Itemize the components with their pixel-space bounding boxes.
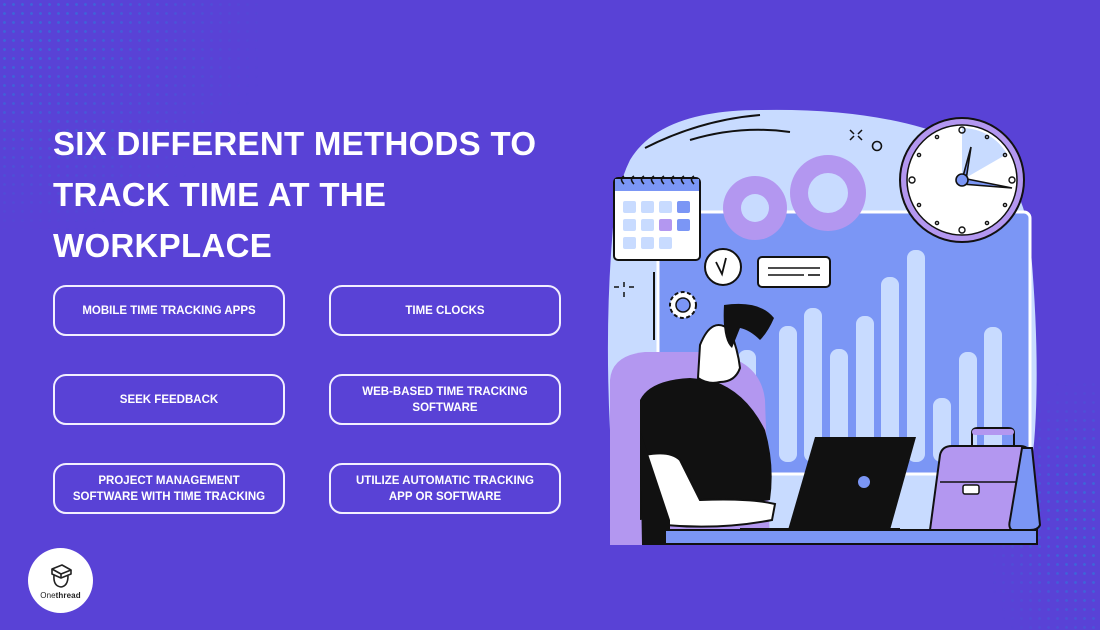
method-card-automatic-tracking: UTILIZE AUTOMATIC TRACKING APP OR SOFTWA… <box>329 463 561 514</box>
onethread-logo: Onethread <box>28 548 93 613</box>
onethread-logo-icon <box>50 563 72 588</box>
person-working <box>640 303 777 545</box>
checkmark-clock-icon <box>704 248 742 286</box>
method-card-web-based: WEB-BASED TIME TRACKING SOFTWARE <box>329 374 561 425</box>
method-label: TIME CLOCKS <box>405 304 485 317</box>
time-tracking-illustration <box>607 109 1042 545</box>
method-label: PROJECT MANAGEMENT SOFTWARE WITH TIME TR… <box>72 474 266 503</box>
briefcase-icon <box>928 427 1042 531</box>
dot-pattern-top-left <box>0 0 260 230</box>
method-label: MOBILE TIME TRACKING APPS <box>82 304 256 317</box>
method-label: UTILIZE AUTOMATIC TRACKING APP OR SOFTWA… <box>355 474 535 503</box>
method-card-time-clocks: TIME CLOCKS <box>329 285 561 336</box>
small-gear-icon <box>669 291 697 319</box>
method-label: WEB-BASED TIME TRACKING SOFTWARE <box>362 385 528 414</box>
method-card-project-management: PROJECT MANAGEMENT SOFTWARE WITH TIME TR… <box>53 463 285 514</box>
calendar-icon <box>613 175 701 261</box>
message-card-icon <box>757 256 831 288</box>
gear-icon <box>723 155 866 240</box>
clock-icon <box>899 117 1025 243</box>
page-title: SIX DIFFERENT METHODS TO TRACK TIME AT T… <box>53 125 537 264</box>
method-label: SEEK FEEDBACK <box>119 393 219 406</box>
logo-text: Onethread <box>40 590 81 600</box>
desk <box>664 529 1038 545</box>
method-card-mobile-apps: MOBILE TIME TRACKING APPS <box>53 285 285 336</box>
method-card-seek-feedback: SEEK FEEDBACK <box>53 374 285 425</box>
